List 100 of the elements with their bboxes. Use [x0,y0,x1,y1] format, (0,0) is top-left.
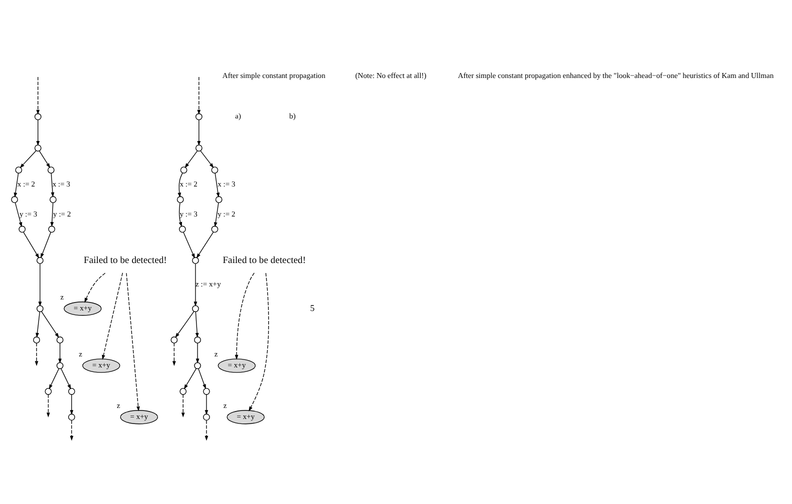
node-circle [56,336,64,344]
arrow [198,368,206,390]
arrow [70,420,74,441]
arrow [178,202,182,227]
arrow [36,120,40,146]
node-text: Failed to be detected! [84,255,167,266]
arrow [196,342,200,364]
node-circle [211,226,218,233]
arrow [14,202,22,228]
label: After simple constant propagation enhanced by the "look−ahead−of−one" heuristics of Kam and Ullman [458,71,774,80]
edge-label: y := 3 [180,209,198,218]
node-circle [178,226,186,233]
label: a) [235,112,242,121]
arrow [234,272,255,360]
node-circle [44,388,52,395]
node-circle [180,166,188,174]
arrow [175,311,194,338]
node-circle [192,305,199,312]
label: After simple constant propagation [222,71,326,80]
node-circle [170,336,178,344]
arrow [196,232,214,258]
arrow [48,368,60,390]
arrow [36,76,40,115]
arrow [60,368,71,390]
node-ellipse: = x+y [82,358,120,373]
node-ellipse: = x+y [226,410,265,424]
arrow [20,150,37,168]
arrow [34,342,38,366]
arrow [204,394,208,415]
node-ellipse: = x+y [120,410,158,424]
arrow [195,312,199,338]
node-circle [195,113,202,120]
node-circle [11,196,18,204]
label: (Note: No effect at all!) [355,71,426,80]
edge-label: y := 3 [19,209,38,218]
edge-label: y := 2 [218,209,236,218]
arrow [126,272,140,412]
node-label: z [223,401,227,410]
node-circle [34,113,42,120]
node-circle [180,388,187,395]
arrow [178,172,183,198]
node-circle [176,196,184,204]
arrow [23,232,40,258]
node-circle [48,226,56,233]
node-circle [48,166,54,174]
node-label: z [60,292,64,302]
arrow [197,76,201,115]
node-circle [34,144,42,152]
arrow [214,172,220,198]
arrow [70,394,74,415]
node-ellipse: = x+y [64,302,102,316]
arrow [102,272,123,360]
node-circle [194,362,201,370]
arrow [200,150,214,168]
arrow [46,394,50,418]
label: 5 [310,302,315,313]
node-circle [192,257,199,264]
node-circle [203,414,210,421]
arrow [40,232,52,258]
node-circle [211,166,218,174]
node-circle [195,144,202,152]
arrow [50,172,54,198]
node-label: z [116,401,120,410]
node-circle [68,388,76,395]
node-circle [203,388,210,395]
edge-label: x := 3 [218,180,236,189]
edge-label: x := 3 [52,180,70,189]
edge-label: x := 2 [180,180,198,189]
arrow [197,120,201,146]
node-circle [50,196,57,204]
node-circle [68,414,76,421]
arrow [184,368,197,390]
node-circle [215,196,222,204]
node-circle [36,257,44,264]
node-circle [36,305,44,312]
arrow [172,342,176,366]
edge-label: y := 2 [53,209,71,218]
arrow [41,311,60,338]
arrow [181,394,185,418]
node-ellipse: = x+y [218,358,256,373]
arrow [36,312,40,338]
node-circle [15,166,22,174]
arrow [38,263,42,306]
node-label: z [78,350,82,359]
edge-label: x := 2 [17,180,36,189]
arrow [214,202,219,228]
arrow [39,150,50,168]
node-circle [56,362,64,370]
arrow [184,150,198,168]
arrow [50,202,54,227]
arrow [248,272,269,412]
arrow [84,272,106,303]
node-circle [18,226,26,233]
arrow [204,420,208,441]
arrow [183,232,195,258]
arrow [14,172,19,198]
label: b) [289,112,296,121]
node-circle [194,336,201,344]
arrow [58,342,62,364]
node-circle [33,336,40,344]
